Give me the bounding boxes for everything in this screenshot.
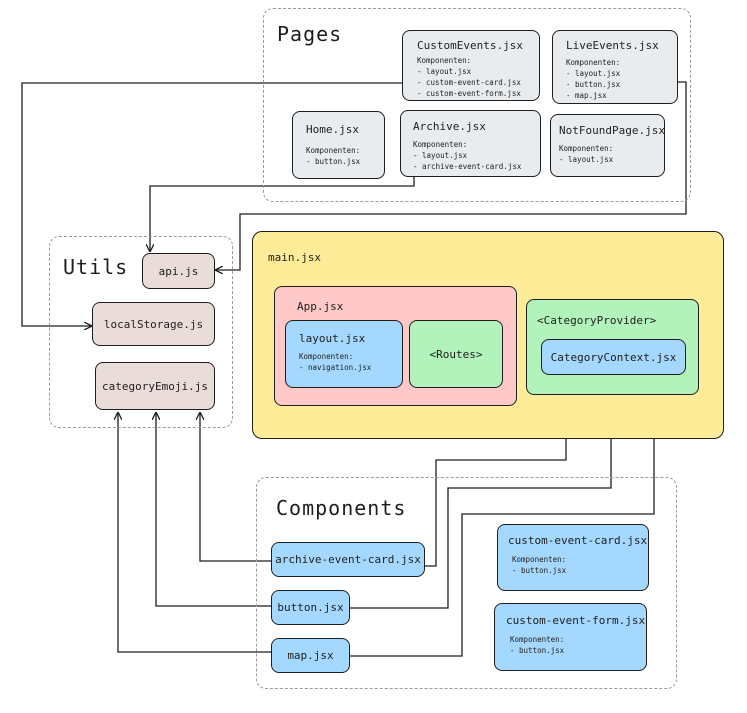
util-category-emoji: categoryEmoji.js: [95, 362, 215, 410]
util-api: api.js: [142, 253, 215, 289]
page-live-events-title: LiveEvents.jsx: [566, 39, 659, 52]
pages-group: [263, 8, 691, 202]
page-custom-events-title: CustomEvents.jsx: [417, 39, 523, 52]
page-archive-komponenten: Komponenten: - layout.jsx - archive-even…: [413, 140, 522, 171]
arrow-map-to-context: [350, 364, 654, 657]
main-title: main.jsx: [268, 251, 321, 264]
layout-komponenten: Komponenten: - navigation.jsx: [299, 352, 372, 372]
component-button: button.jsx: [271, 590, 350, 625]
arrow-customevents-to-localstorage: [21, 82, 402, 326]
component-custom-event-card: custom-event-card.jsx Komponenten: - but…: [497, 524, 649, 591]
page-archive-title: Archive.jsx: [413, 120, 486, 133]
page-not-found-komponenten: Komponenten: - layout.jsx: [559, 144, 614, 164]
arrow-liveevents-to-api: [216, 81, 687, 270]
page-archive: Archive.jsx Komponenten: - layout.jsx - …: [400, 110, 541, 177]
components-title: Components: [276, 496, 407, 520]
component-map: map.jsx: [271, 638, 350, 673]
page-live-events-komponenten: Komponenten: - layout.jsx - button.jsx -…: [566, 58, 621, 100]
component-archive-event-card: archive-event-card.jsx: [271, 542, 425, 577]
component-custom-event-form: custom-event-form.jsx Komponenten: - but…: [494, 603, 647, 671]
page-not-found-title: NotFoundPage.jsx: [559, 124, 665, 137]
custom-event-form-title: custom-event-form.jsx: [506, 614, 646, 627]
arrow-button-to-emoji: [156, 413, 271, 607]
custom-event-card-komponenten: Komponenten: - button.jsx: [512, 555, 567, 575]
page-custom-events: CustomEvents.jsx Komponenten: - layout.j…: [402, 30, 540, 101]
custom-event-card-title: custom-event-card.jsx: [508, 534, 648, 547]
arrow-archive-to-api: [150, 176, 415, 251]
components-group: [256, 477, 677, 689]
arrow-archive-card-to-emoji: [200, 413, 271, 562]
arrow-map-to-emoji: [118, 413, 271, 653]
utils-group: [49, 236, 233, 428]
app-title: App.jsx: [297, 300, 344, 313]
category-provider-title: <CategoryProvider>: [537, 314, 657, 327]
category-context-box: CategoryContext.jsx: [541, 339, 686, 375]
page-home: Home.jsx Komponenten: - button.jsx: [292, 111, 385, 179]
page-home-komponenten: Komponenten: - button.jsx: [306, 146, 361, 166]
custom-event-form-komponenten: Komponenten: - button.jsx: [510, 635, 565, 655]
pages-title: Pages: [277, 22, 343, 46]
page-not-found: NotFoundPage.jsx Komponenten: - layout.j…: [550, 114, 665, 177]
routes-box: <Routes>: [409, 320, 503, 388]
arrow-button-to-context: [350, 364, 611, 609]
page-custom-events-komponenten: Komponenten: - layout.jsx - custom-event…: [417, 56, 521, 98]
layout-title: layout.jsx: [299, 332, 366, 345]
util-local-storage: localStorage.js: [92, 302, 215, 346]
page-home-title: Home.jsx: [306, 123, 359, 136]
utils-title: Utils: [63, 255, 129, 279]
page-live-events: LiveEvents.jsx Komponenten: - layout.jsx…: [552, 30, 678, 104]
layout-box: layout.jsx Komponenten: - navigation.jsx: [285, 320, 403, 388]
